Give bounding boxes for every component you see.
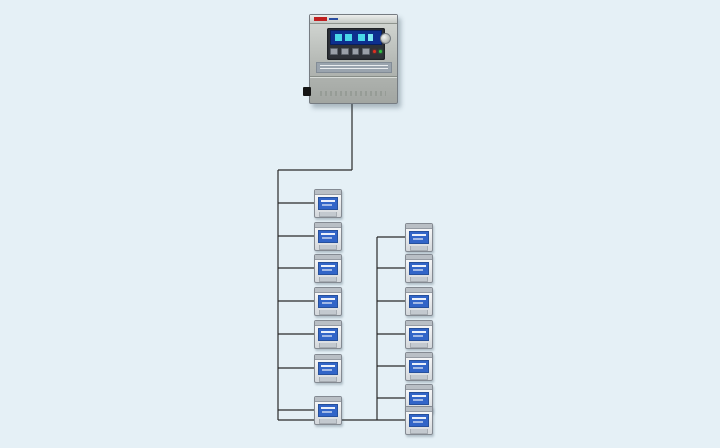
sensor-terminal [410, 429, 428, 434]
sensor-cap [406, 321, 432, 326]
sensor-cap [315, 288, 341, 293]
sensor-terminal [410, 343, 428, 348]
sensor-display [318, 230, 338, 243]
alarm-led [373, 50, 377, 53]
gas-sensor-module-left [314, 222, 342, 251]
sensor-terminal [319, 245, 337, 250]
sensor-display [409, 231, 429, 244]
lcd-digit [335, 34, 342, 41]
sensor-display [409, 295, 429, 308]
sensor-cap [315, 321, 341, 326]
sensor-cap [315, 255, 341, 260]
sensor-cap [315, 223, 341, 228]
sensor-display [318, 197, 338, 210]
sensor-terminal [319, 212, 337, 217]
lcd-digit [358, 34, 365, 41]
sensor-cap [315, 190, 341, 195]
lcd-digit [345, 34, 352, 41]
power-led [379, 50, 382, 53]
controller-label-strip [316, 62, 392, 73]
sensor-cap [315, 397, 341, 402]
sensor-cap [406, 407, 432, 412]
sensor-terminal [319, 419, 337, 424]
brand-wordmark [329, 18, 338, 20]
sensor-terminal [410, 277, 428, 282]
vent-slot [320, 91, 386, 96]
sensor-display [409, 328, 429, 341]
gas-sensor-module-left [314, 254, 342, 283]
panel-button[interactable] [362, 48, 371, 55]
lcd-digit [368, 34, 373, 41]
gas-sensor-module-right [405, 352, 433, 381]
sensor-terminal [319, 310, 337, 315]
sensor-terminal [410, 375, 428, 380]
brand-logo-icon [314, 17, 327, 21]
sensor-cap [406, 255, 432, 260]
sensor-display [409, 262, 429, 275]
sensor-display [318, 404, 338, 417]
sensor-display [318, 295, 338, 308]
panel-button[interactable] [351, 48, 360, 55]
reset-knob[interactable] [380, 33, 391, 44]
gas-sensor-module-left [314, 396, 342, 425]
controller-button-row [330, 48, 382, 55]
sensor-cap [406, 224, 432, 229]
sensor-cap [406, 385, 432, 390]
gas-sensor-module-right [405, 254, 433, 283]
sensor-display [409, 360, 429, 373]
gas-sensor-module-right [405, 406, 433, 435]
sensor-terminal [319, 343, 337, 348]
sensor-display [318, 362, 338, 375]
alarm-controller-unit [303, 14, 398, 104]
controller-top-panel [310, 15, 397, 24]
controller-display-bezel [327, 28, 385, 60]
cabinet-seam [310, 76, 397, 78]
sensor-display [409, 414, 429, 427]
sensor-terminal [410, 246, 428, 251]
gas-sensor-module-left [314, 287, 342, 316]
sensor-display [409, 392, 429, 405]
sensor-terminal [319, 377, 337, 382]
sensor-display [318, 328, 338, 341]
sensor-cap [315, 355, 341, 360]
sensor-cap [406, 353, 432, 358]
panel-button[interactable] [330, 48, 338, 55]
gas-sensor-module-left [314, 320, 342, 349]
gas-sensor-module-right [405, 287, 433, 316]
sensor-terminal [319, 277, 337, 282]
sensor-cap [406, 288, 432, 293]
gas-sensor-module-left [314, 354, 342, 383]
controller-lcd-screen [330, 30, 382, 45]
gas-sensor-module-right [405, 223, 433, 252]
sensor-display [318, 262, 338, 275]
gas-sensor-module-left [314, 189, 342, 218]
side-handle [303, 87, 311, 96]
gas-sensor-module-right [405, 320, 433, 349]
sensor-terminal [410, 310, 428, 315]
panel-button[interactable] [340, 48, 349, 55]
